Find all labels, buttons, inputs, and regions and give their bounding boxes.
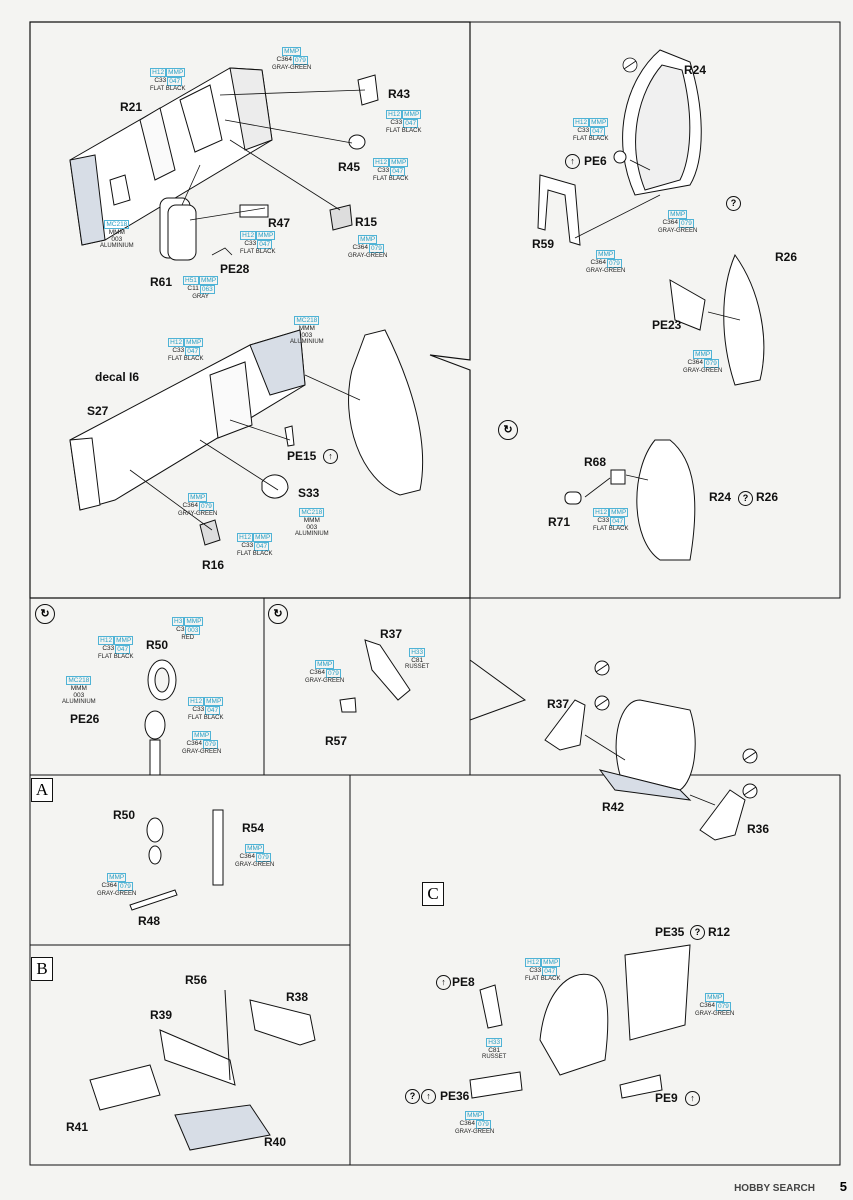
step-box-B: B (31, 957, 53, 981)
part-R40: R40 (264, 1135, 287, 1149)
part-R43: R43 (388, 87, 411, 101)
decal-I6: decal I6 (95, 370, 140, 384)
part-R12: R12 (708, 925, 731, 939)
part-PE9: PE9 (655, 1091, 678, 1105)
part-R24: R24 (684, 63, 707, 77)
part-S33: S33 (298, 486, 320, 500)
part-R37-b: R37 (547, 697, 570, 711)
part-PE28: PE28 (220, 262, 250, 276)
question-icon: ? (726, 196, 741, 211)
part-PE35: PE35 (655, 925, 685, 939)
part-R56: R56 (185, 973, 208, 987)
step-box-A: A (31, 778, 53, 802)
watermark: HOBBY SEARCH (734, 1183, 815, 1194)
part-R38: R38 (286, 990, 309, 1004)
part-R48: R48 (138, 914, 161, 928)
part-R59: R59 (532, 237, 555, 251)
part-PE15: PE15 (287, 449, 317, 463)
question-icon: ? (738, 491, 753, 506)
part-PE26: PE26 (70, 712, 100, 726)
part-R24-b: R24 (709, 490, 732, 504)
part-R16: R16 (202, 558, 225, 572)
part-PE6: PE6 (584, 154, 607, 168)
part-R57: R57 (325, 734, 348, 748)
part-R47: R47 (268, 216, 291, 230)
rotate-icon: ↻ (268, 604, 288, 624)
bend-icon: ↑ (421, 1089, 436, 1104)
part-R54: R54 (242, 821, 265, 835)
part-R36: R36 (747, 822, 770, 836)
rotate-icon: ↻ (498, 420, 518, 440)
part-R71: R71 (548, 515, 571, 529)
part-R50-b: R50 (113, 808, 136, 822)
part-S27: S27 (87, 404, 109, 418)
part-PE36: PE36 (440, 1089, 470, 1103)
step-box-C: C (422, 882, 444, 906)
part-R21: R21 (120, 100, 143, 114)
part-PE8: PE8 (452, 975, 475, 989)
part-R61: R61 (150, 275, 173, 289)
page-number: 5 (839, 1179, 847, 1194)
part-R15: R15 (355, 215, 378, 229)
bend-icon: ↑ (323, 449, 338, 464)
part-R41: R41 (66, 1120, 89, 1134)
part-R39: R39 (150, 1008, 173, 1022)
part-R50: R50 (146, 638, 169, 652)
part-R26-b: R26 (756, 490, 779, 504)
part-R26: R26 (775, 250, 798, 264)
part-R42: R42 (602, 800, 625, 814)
question-icon: ? (690, 925, 705, 940)
part-R68: R68 (584, 455, 607, 469)
part-R37: R37 (380, 627, 403, 641)
bend-icon: ↑ (436, 975, 451, 990)
part-R45: R45 (338, 160, 361, 174)
rotate-icon: ↻ (35, 604, 55, 624)
bend-icon: ↑ (565, 154, 580, 169)
part-PE23: PE23 (652, 318, 682, 332)
question-icon: ? (405, 1089, 420, 1104)
bend-icon: ↑ (685, 1091, 700, 1106)
